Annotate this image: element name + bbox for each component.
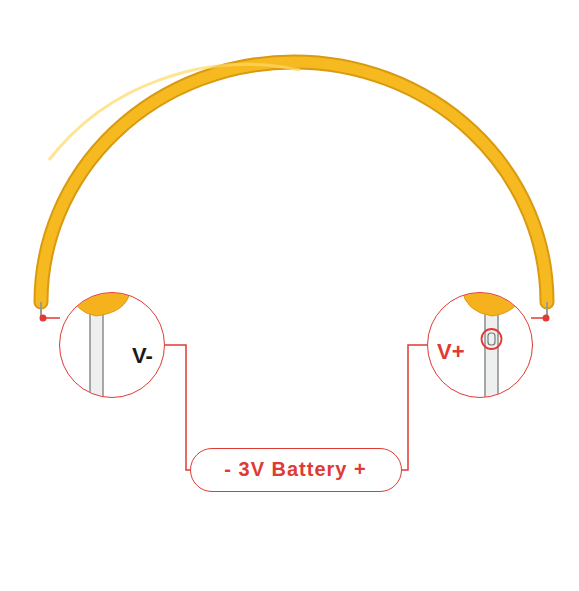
- zoom-circle: V-: [59, 292, 165, 398]
- polarity-mark: [488, 333, 495, 345]
- filament-end-zoom: [70, 290, 130, 316]
- terminal-pin-zoom: [485, 300, 498, 410]
- wire: [402, 345, 427, 470]
- wire: [165, 345, 190, 470]
- led-filament: [41, 62, 547, 302]
- marker-dot: [40, 315, 47, 322]
- terminal-label: V-: [132, 343, 153, 369]
- polarity-highlight: [482, 329, 502, 349]
- filament-highlight: [49, 65, 300, 160]
- zoom-circle: V+: [427, 292, 533, 398]
- filament-end-zoom: [462, 290, 522, 316]
- marker-dot: [543, 315, 550, 322]
- terminal-pin-zoom: [90, 300, 103, 410]
- filament-outline: [41, 62, 547, 302]
- battery-box: - 3V Battery +: [190, 448, 402, 492]
- terminal-label: V+: [437, 339, 465, 365]
- battery-label: - 3V Battery +: [224, 458, 366, 481]
